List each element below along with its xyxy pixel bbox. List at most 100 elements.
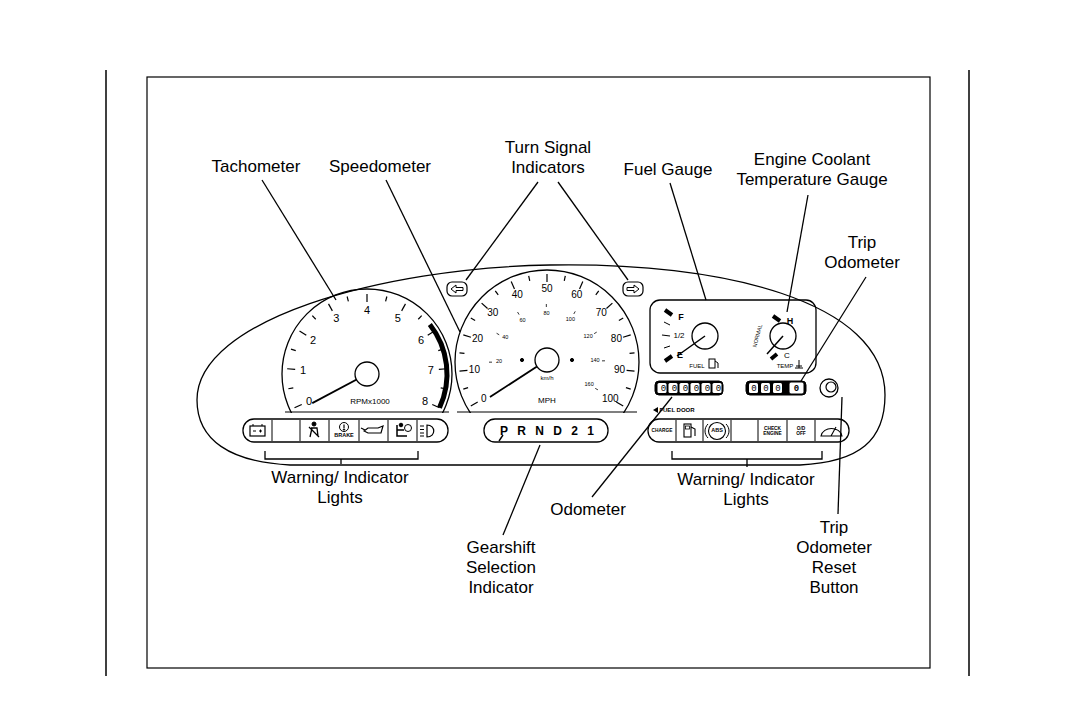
speed-tick <box>626 388 631 390</box>
speed-tick <box>511 282 514 289</box>
mph-number: 10 <box>469 365 480 375</box>
warning-light-strip: BRAKE <box>243 419 448 442</box>
warning-light-strip: CHARGE ABS CHECK ENGINE O/D OFF <box>648 419 849 442</box>
fuel-mark: E <box>677 351 683 360</box>
tach-tick <box>288 387 293 389</box>
tach-tick <box>366 294 367 302</box>
kmh-number: 160 <box>585 382 594 388</box>
fuel-temp-panel: F1/2EFUELNORMALHCTEMP <box>650 300 816 373</box>
tach-number: 7 <box>428 364 434 375</box>
tach-tick <box>329 304 333 311</box>
gauge-name: FUEL <box>689 363 704 369</box>
callout-label: Odometer <box>538 500 638 520</box>
callout-label: Trip Odometer <box>818 233 906 273</box>
tach-number: 3 <box>333 312 339 323</box>
temp-needle <box>767 336 783 354</box>
mph-number: 40 <box>512 290 523 300</box>
speed-tick <box>471 402 478 406</box>
callout-label: Turn Signal Indicators <box>496 138 600 178</box>
indicator-text: O/D OFF <box>793 426 809 436</box>
tachometer-dial: 012345678RPMx1000 <box>282 289 454 414</box>
kmh-number: 140 <box>590 358 599 364</box>
callout-label: Fuel Gauge <box>618 160 718 180</box>
mph-number: 100 <box>602 394 619 404</box>
tach-unit: RPMx1000 <box>350 398 390 406</box>
kmh-tick <box>546 304 547 307</box>
mph-number: 90 <box>614 365 625 375</box>
indicator-text: ABS <box>711 428 723 434</box>
fuel-mark: 1/2 <box>673 332 684 340</box>
trip-digits: 000 <box>745 384 788 393</box>
speedometer-dial: 0102030405060708090100204060801001201401… <box>455 270 640 415</box>
callout-label: Engine Coolant Temperature Gauge <box>726 150 898 190</box>
kmh-tick <box>594 332 597 334</box>
gear-letters: P R N D 2 1 <box>497 425 597 437</box>
temp-mark: C <box>784 352 790 360</box>
callout-label: Speedometer <box>315 157 445 177</box>
kmh-tick <box>489 362 492 363</box>
speed-tick <box>564 276 565 281</box>
fuel-mark: F <box>678 313 684 322</box>
kmh-number: 20 <box>496 359 502 365</box>
callout-label: Trip Odometer Reset Button <box>788 518 880 598</box>
callout-label: Tachometer <box>196 157 316 177</box>
kmh-tick <box>602 360 605 361</box>
tach-tick <box>386 297 387 302</box>
temp-mark: H <box>787 317 794 326</box>
kmh-number: 60 <box>520 318 526 324</box>
speed-tick <box>630 352 635 354</box>
gauge-name: TEMP <box>777 363 794 369</box>
tach-tick <box>347 297 348 302</box>
fuel-door-note: FUEL DOOR <box>657 404 697 416</box>
trip-odometer-display: 0000 <box>746 381 806 395</box>
speed-tick <box>459 352 464 354</box>
speed-tick <box>459 370 467 372</box>
speed-tick <box>529 276 530 281</box>
tach-number: 2 <box>310 334 316 345</box>
indicator-text: CHECK ENGINE <box>760 426 786 436</box>
speed-tick <box>463 335 471 337</box>
callout-label: Warning/ Indicator Lights <box>265 468 415 508</box>
trip-digit: 0 <box>794 384 799 393</box>
tach-tick <box>287 368 295 370</box>
dial-dot <box>520 358 523 361</box>
tach-number: 4 <box>364 305 370 316</box>
odometer-digits: 000000 <box>655 384 727 393</box>
odometer-display: 000000 <box>655 381 723 395</box>
speed-tick <box>596 291 599 295</box>
speed-tick <box>471 318 475 321</box>
kmh-unit: km/h <box>540 375 553 381</box>
mph-number: 50 <box>541 284 552 294</box>
tach-tick <box>312 316 315 320</box>
tach-tick <box>402 304 406 311</box>
mph-number: 30 <box>487 308 498 318</box>
speed-tick <box>546 274 547 282</box>
kmh-number: 100 <box>566 317 575 323</box>
needle-hub <box>535 348 559 372</box>
kmh-tick <box>574 311 575 314</box>
speed-tick <box>623 335 631 337</box>
mph-number: 0 <box>481 394 487 404</box>
mph-number: 80 <box>611 334 622 344</box>
speed-tick <box>580 282 583 289</box>
tach-tick <box>294 404 301 407</box>
kmh-number: 40 <box>502 335 508 341</box>
kmh-tick <box>595 388 598 389</box>
tach-tick <box>418 316 421 320</box>
tach-number: 0 <box>306 396 312 407</box>
gear-indicator: P R N D 2 1 <box>484 419 608 442</box>
kmh-tick <box>518 312 520 315</box>
mph-number: 20 <box>472 334 483 344</box>
tach-tick <box>300 331 307 335</box>
tach-number: 8 <box>422 396 428 407</box>
tach-number: 6 <box>418 334 424 345</box>
speed-tick <box>606 303 612 308</box>
callout-label: Warning/ Indicator Lights <box>671 470 821 510</box>
tach-tick <box>291 349 296 351</box>
indicator-text: CHARGE <box>652 429 673 434</box>
speed-tick <box>482 303 488 308</box>
mph-number: 60 <box>571 290 582 300</box>
needle-hub <box>355 362 379 386</box>
